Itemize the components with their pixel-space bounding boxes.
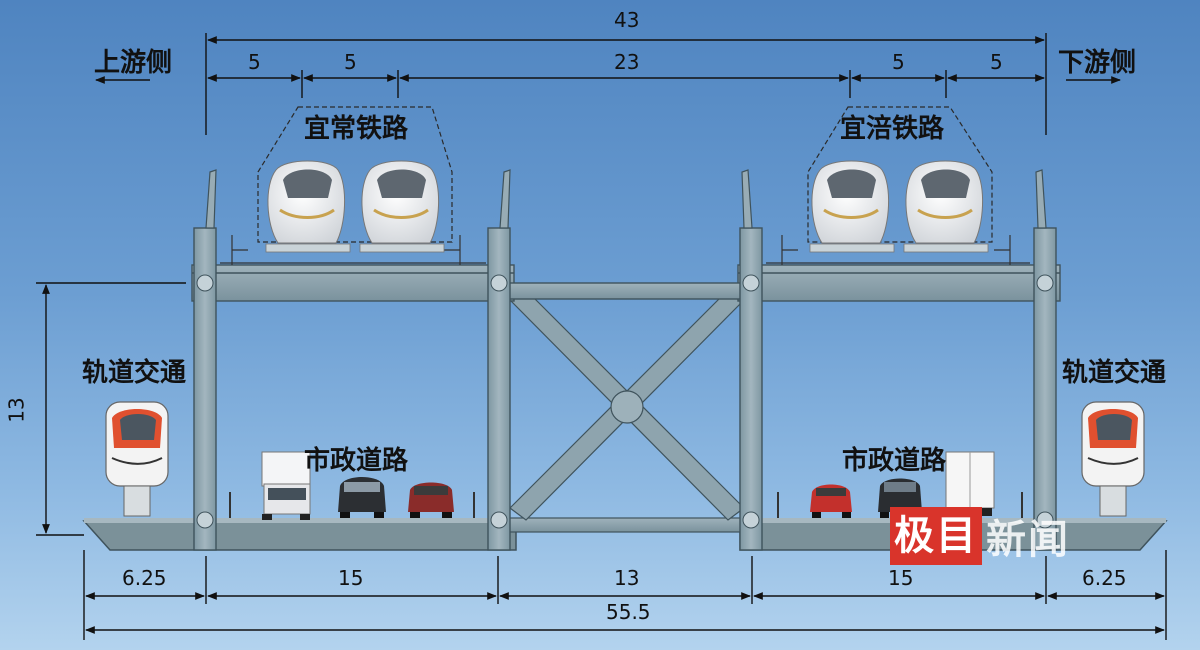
truck-left (261, 451, 311, 520)
road-right-label: 市政道路 (842, 446, 947, 476)
dim-bottom-left: 6.25 (122, 566, 167, 590)
column-top-posts (205, 169, 1047, 229)
bottom-dimension-lines (83, 550, 1167, 640)
dim-top-5b: 5 (344, 50, 357, 74)
truss-columns (193, 227, 1057, 551)
dim-height: 13 (4, 397, 29, 423)
downstream-label: 下游侧 (1058, 48, 1137, 78)
road-left-label: 市政道路 (304, 446, 409, 476)
roadside-posts (229, 492, 1023, 518)
x-bracing (509, 289, 745, 521)
dim-top-5c: 5 (892, 50, 905, 74)
top-dimension-lines (95, 33, 1121, 135)
upper-deck-railings (220, 235, 1030, 265)
monorail-left (105, 401, 169, 517)
high-speed-train-4 (905, 160, 984, 244)
dim-bottom-15b: 15 (888, 566, 914, 590)
rail-ballast (265, 243, 989, 253)
dim-bottom-15a: 15 (338, 566, 364, 590)
watermark-part2: 新闻 (986, 516, 1070, 563)
car-left-1 (338, 477, 386, 518)
monorail-right (1081, 401, 1145, 517)
railway-clearance-envelopes (257, 106, 993, 243)
high-speed-train-1 (267, 160, 346, 244)
high-speed-train-3 (811, 160, 890, 244)
dim-bottom-right: 6.25 (1082, 566, 1127, 590)
lower-cross-beam (507, 517, 745, 533)
watermark-logo: 极目 新闻 (890, 507, 1070, 565)
dim-top-total: 43 (614, 8, 640, 32)
railway-left-label: 宜常铁路 (304, 114, 409, 144)
railway-right-label: 宜涪铁路 (840, 114, 945, 144)
upper-decks (191, 264, 1061, 302)
height-dimension (36, 282, 186, 536)
dim-bottom-total: 55.5 (606, 600, 651, 624)
dim-top-23: 23 (614, 50, 640, 74)
watermark-part1: 极目 (890, 507, 982, 565)
dim-top-5d: 5 (990, 50, 1003, 74)
rail-transit-left-label: 轨道交通 (82, 358, 187, 388)
truck-right (945, 451, 995, 516)
upstream-label: 上游侧 (94, 48, 173, 78)
column-joints (196, 274, 1054, 529)
dim-top-5a: 5 (248, 50, 261, 74)
rail-transit-right-label: 轨道交通 (1062, 358, 1167, 388)
car-left-2 (408, 482, 454, 518)
dim-bottom-13: 13 (614, 566, 640, 590)
high-speed-train-2 (361, 160, 440, 244)
car-right-1 (810, 484, 852, 518)
